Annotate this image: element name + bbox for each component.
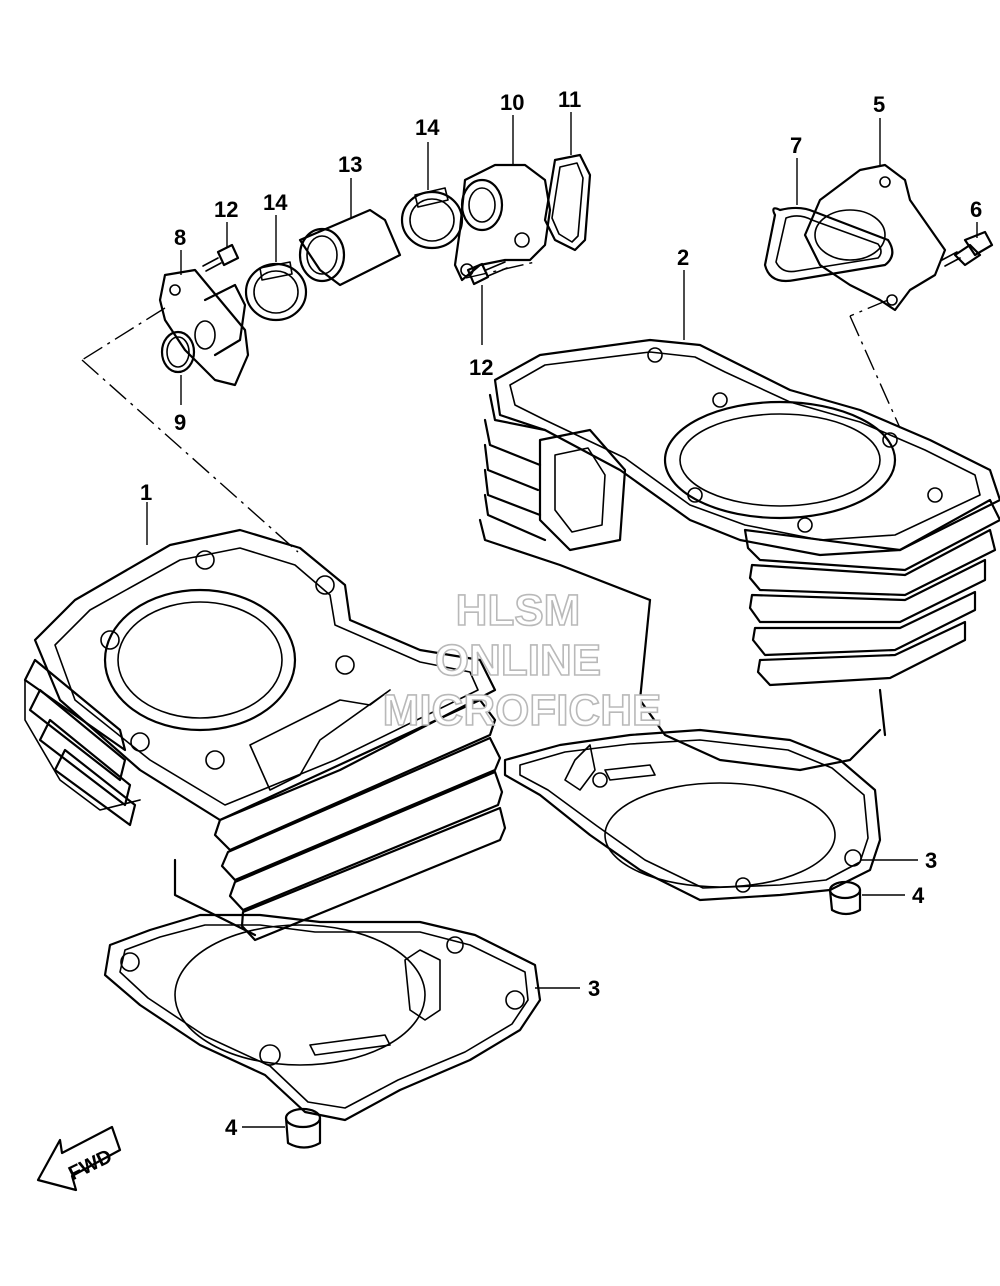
callout-6: 6 [970, 197, 982, 222]
bolt-part-6[interactable] [941, 230, 994, 267]
callout-2: 2 [677, 245, 689, 270]
front-base-gasket-part-3[interactable] [103, 913, 542, 1122]
water-union-part-8[interactable] [158, 268, 250, 387]
watermark-line-3: MICROFICHE [383, 686, 662, 735]
seal-part-11[interactable] [543, 153, 592, 252]
callout-12-upper: 12 [214, 197, 238, 222]
callout-3-rear-gasket: 3 [925, 848, 937, 873]
watermark: HLSM ONLINE MICROFICHE [382, 585, 662, 736]
callout-4-right: 4 [912, 883, 925, 908]
rear-base-gasket-part-3[interactable] [503, 728, 882, 902]
forward-direction-badge: FWD [36, 1125, 122, 1192]
dowel-pin-part-4-left[interactable] [284, 1107, 322, 1149]
dowel-pin-part-4-right[interactable] [828, 880, 862, 916]
callout-11: 11 [558, 87, 581, 112]
callout-4-left: 4 [225, 1115, 238, 1140]
callout-3-front-gasket: 3 [588, 976, 600, 1001]
callout-7: 7 [790, 133, 802, 158]
callout-labels: 1 2 3 3 4 4 5 6 7 8 9 10 11 12 12 13 14 … [140, 87, 982, 1140]
rear-cylinder-part-2[interactable] [478, 338, 1000, 772]
hose-part-13[interactable] [298, 208, 402, 287]
callout-5: 5 [873, 92, 885, 117]
leader-lines [81, 112, 978, 1128]
bolt-part-12-lower[interactable] [466, 261, 508, 286]
watermark-line-1: HLSM [456, 586, 581, 635]
hose-clamp-part-14-upper[interactable] [400, 187, 464, 250]
fwd-label: FWD [65, 1145, 116, 1185]
watermark-line-2: ONLINE [435, 636, 601, 685]
water-outlet-part-5[interactable] [803, 163, 947, 312]
callout-14-upper: 14 [415, 115, 440, 140]
callout-1: 1 [140, 480, 152, 505]
bolt-part-12-upper[interactable] [202, 243, 240, 272]
callout-10: 10 [500, 90, 524, 115]
front-cylinder-part-1[interactable] [23, 528, 507, 942]
callout-8: 8 [174, 225, 186, 250]
callout-9: 9 [174, 410, 186, 435]
hose-clamp-part-14-lower[interactable] [244, 261, 308, 322]
o-ring-part-9[interactable] [160, 330, 196, 374]
callout-14-lower: 14 [263, 190, 288, 215]
water-pipe-housing-part-10[interactable] [453, 163, 552, 282]
o-ring-part-7[interactable] [763, 206, 894, 283]
callout-12-lower: 12 [469, 355, 493, 380]
callout-13: 13 [338, 152, 362, 177]
